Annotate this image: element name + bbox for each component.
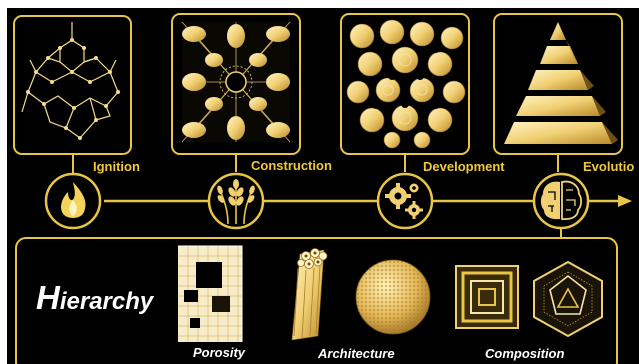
diamond-lattice-illustration bbox=[21, 22, 120, 140]
brain-circuit-icon bbox=[532, 172, 590, 230]
timeline-arrowhead-icon bbox=[618, 195, 632, 207]
porous-cube-icon bbox=[178, 245, 243, 342]
hierarchy-box bbox=[15, 237, 618, 364]
nested-shapes-icon bbox=[455, 260, 603, 338]
nested-squares-icon bbox=[455, 265, 519, 329]
stage-label-development: Development bbox=[423, 159, 505, 174]
caption-architecture: Architecture bbox=[318, 346, 395, 361]
framework-network-illustration bbox=[181, 21, 291, 143]
textured-sphere-icon bbox=[355, 259, 431, 335]
tube-bundle-icon bbox=[291, 248, 328, 341]
hierarchy-title-rest: ierarchy bbox=[59, 288, 154, 315]
tubes-and-sphere-icon bbox=[291, 248, 431, 341]
flame-icon bbox=[44, 172, 102, 230]
layered-pyramid-illustration bbox=[504, 22, 618, 144]
cage-assembly-illustration bbox=[346, 19, 466, 149]
caption-porosity: Porosity bbox=[193, 345, 246, 360]
gears-icon bbox=[376, 172, 434, 230]
stage-label-evolution: Evolutio bbox=[583, 159, 635, 174]
nested-hexagon-icon bbox=[533, 260, 603, 338]
stage-label-ignition: Ignition bbox=[93, 159, 140, 174]
stage-label-construction: Construction bbox=[251, 158, 332, 173]
hierarchy-title: Hierarchy bbox=[36, 281, 153, 314]
hierarchy-title-initial: H bbox=[36, 279, 60, 316]
connector-lines bbox=[72, 154, 559, 173]
caption-composition: Composition bbox=[485, 346, 565, 361]
wheat-icon bbox=[207, 172, 265, 230]
